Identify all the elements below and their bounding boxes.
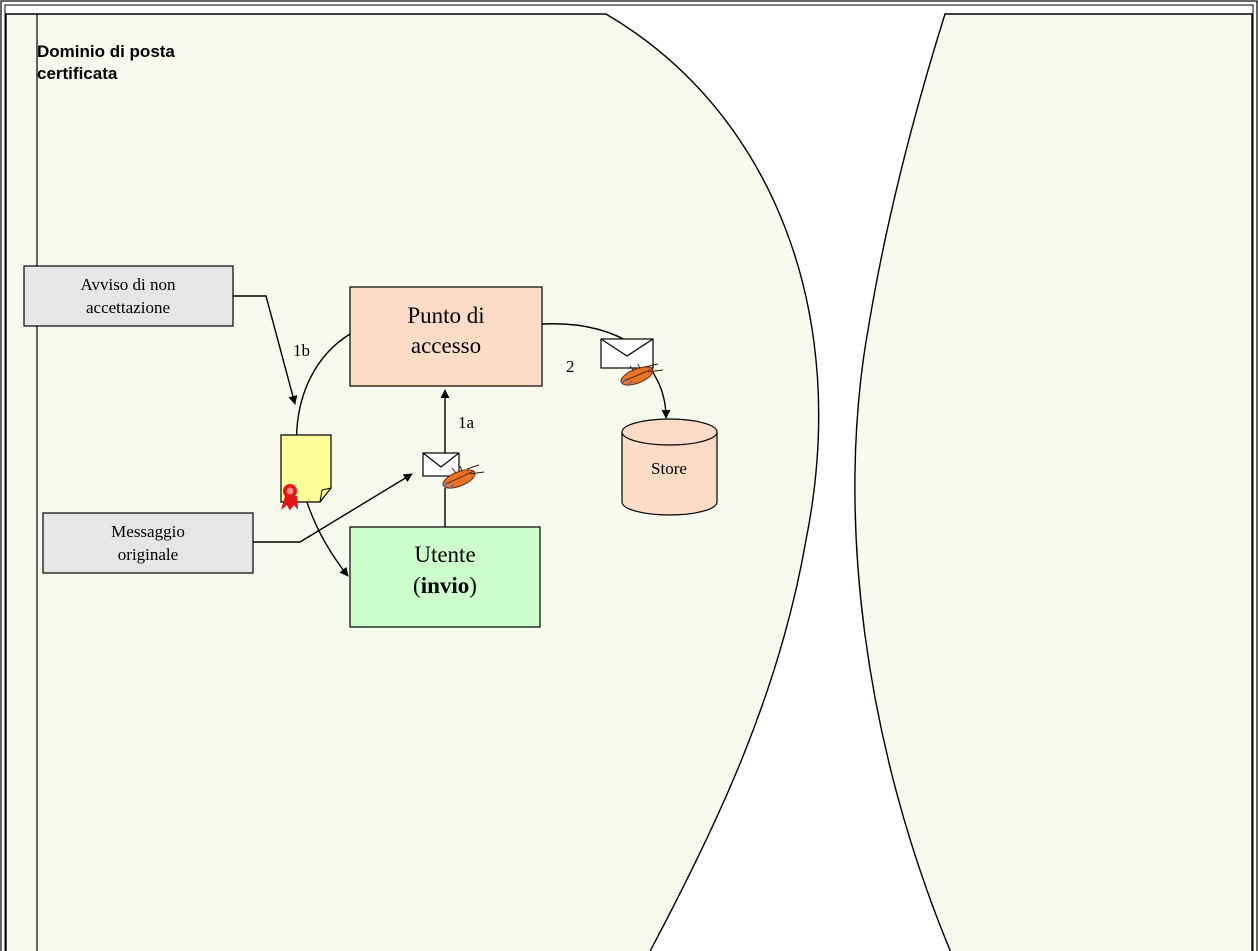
user-label-line2: (invio) bbox=[413, 573, 477, 598]
step-label-2: 2 bbox=[566, 357, 575, 376]
envelope-icon bbox=[422, 452, 460, 477]
original-message-label-line2: originale bbox=[118, 545, 178, 564]
inner-frame bbox=[4, 4, 1254, 951]
signature-quill-icon bbox=[442, 464, 485, 489]
non-acceptance-notice-box: Avviso di non accettazione bbox=[23, 265, 234, 327]
non-acceptance-label-line2: accettazione bbox=[86, 298, 170, 317]
certificate-seal-icon bbox=[281, 484, 298, 511]
non-acceptance-label-line1: Avviso di non bbox=[80, 275, 176, 294]
envelope-icon-store bbox=[600, 338, 654, 369]
store-cylinder: Store bbox=[621, 418, 718, 516]
original-message-box: Messaggio originale bbox=[42, 512, 254, 574]
store-label: Store bbox=[651, 459, 687, 478]
step-label-1a: 1a bbox=[458, 413, 475, 432]
signature-quill-icon-store bbox=[620, 363, 664, 386]
access-point-box: Punto di accesso bbox=[349, 286, 543, 387]
arrow-original-message-to-envelope bbox=[253, 473, 413, 543]
domain-title: Dominio di posta certificata bbox=[37, 42, 175, 83]
access-point-label-line1: Punto di bbox=[407, 303, 484, 328]
access-point-label-line2: accesso bbox=[411, 333, 481, 358]
arrow-non-acceptance-to-certificate bbox=[233, 295, 298, 405]
step-label-1b: 1b bbox=[293, 341, 310, 360]
original-message-label-line1: Messaggio bbox=[111, 522, 185, 541]
user-sender-box: Utente (invio) bbox=[349, 526, 541, 628]
certificate-document-icon bbox=[280, 434, 332, 511]
left-domain-region bbox=[5, 13, 820, 951]
user-label-line1: Utente bbox=[414, 542, 475, 567]
right-domain-region bbox=[854, 13, 1253, 951]
